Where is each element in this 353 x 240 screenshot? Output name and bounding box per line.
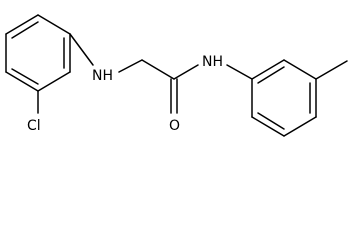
ring1-bond-2	[37, 14, 71, 35]
ring2-bond-6	[251, 59, 285, 80]
methylphenyl-ring	[251, 59, 317, 137]
chlorophenyl-ring	[5, 14, 71, 92]
amine-nh-label: NH	[92, 68, 113, 84]
chlorine-label: Cl	[27, 118, 41, 134]
ring2-double-3	[257, 112, 285, 130]
amide-nh-label: NH	[202, 54, 223, 70]
ring2-bond-5	[283, 59, 317, 80]
ring1-double-3	[11, 68, 39, 85]
ring-nh-bond	[69, 33, 94, 66]
oxygen-label: O	[169, 118, 180, 134]
ch2-carbonyl-bond	[141, 59, 175, 80]
structure-diagram: Cl NH O NH	[5, 14, 348, 137]
nh-ring-bond	[226, 64, 253, 80]
ring2-bond-2	[251, 116, 285, 137]
ring2-double-1	[257, 66, 285, 84]
cl-label-bg	[26, 116, 52, 134]
methyl-bond	[315, 60, 348, 80]
ring1-bond-1	[5, 14, 39, 35]
ring1-double-1	[11, 21, 39, 39]
carbonyl-nh-bond	[173, 64, 199, 80]
ring1-bond-5	[5, 71, 39, 92]
ring1-bond-4	[37, 71, 71, 92]
nh-ch2-bond	[118, 59, 143, 73]
molecule-drawing: Cl NH O NH	[5, 14, 348, 137]
ring2-bond-3	[283, 116, 317, 137]
